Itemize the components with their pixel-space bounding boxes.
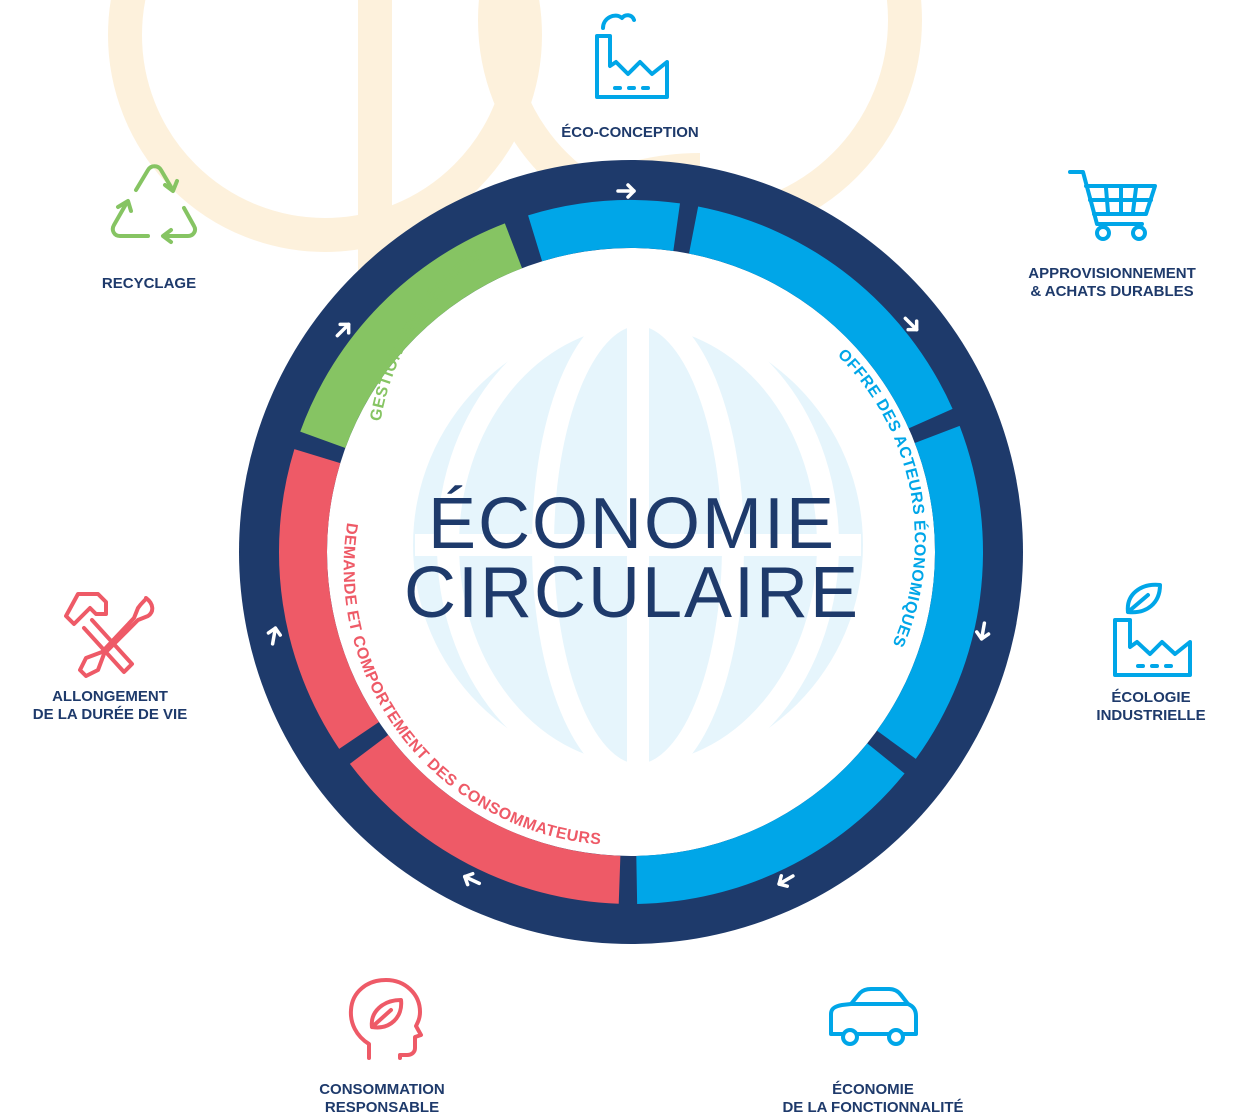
- label-ecology-line2: INDUSTRIELLE: [1096, 707, 1205, 724]
- globe-watermark: [413, 304, 863, 786]
- recycle-icon: [110, 164, 198, 244]
- label-recycling: RECYCLAGE: [102, 275, 196, 292]
- arrow-lower-right: [777, 874, 795, 888]
- label-lifespan-line1: ALLONGEMENT: [52, 688, 168, 705]
- ring-segment-waste: [300, 223, 523, 449]
- factory-icon: [595, 13, 669, 99]
- label-eco-conception: ÉCO-CONCEPTION: [561, 124, 699, 141]
- label-consumption-line2: RESPONSABLE: [325, 1099, 439, 1116]
- label-functionality-line1: ÉCONOMIE: [832, 1081, 914, 1098]
- label-supply-line1: APPROVISIONNEMENT: [1028, 265, 1196, 282]
- ring-segment-demand-bottom: [349, 734, 621, 904]
- ring-segment-demand-left: [279, 449, 379, 749]
- ring-segment-offer-upper: [689, 206, 953, 429]
- eco-factory-icon: [1113, 582, 1192, 677]
- label-ecology-line1: ÉCOLOGIE: [1111, 689, 1190, 706]
- shopping-cart-icon: [1068, 170, 1157, 241]
- car-icon: [829, 987, 918, 1046]
- ring-segment-offer-top: [528, 199, 680, 262]
- arrow-upper-left: [335, 322, 351, 338]
- label-lifespan-line2: DE LA DURÉE DE VIE: [33, 706, 187, 723]
- ring-segments: [279, 199, 983, 904]
- tools-icon: [64, 592, 155, 678]
- head-leaf-icon: [348, 978, 423, 1060]
- ring-segment-offer-right: [876, 425, 983, 759]
- ring-segment-offer-bottom: [636, 743, 905, 904]
- center-title-line2: CIRCULAIRE: [404, 553, 860, 633]
- arrow-upper-right: [903, 316, 919, 332]
- ring-arrows: [266, 183, 991, 888]
- arrow-left: [266, 626, 283, 646]
- label-functionality-line2: DE LA FONCTIONNALITÉ: [782, 1099, 963, 1116]
- center-title-line1: ÉCONOMIE: [428, 484, 836, 564]
- label-consumption-line1: CONSOMMATION: [319, 1081, 445, 1098]
- label-supply-line2: & ACHATS DURABLES: [1030, 283, 1193, 300]
- arrow-bottom-left: [462, 871, 482, 887]
- arrow-top: [616, 183, 636, 199]
- arrow-right: [974, 621, 991, 641]
